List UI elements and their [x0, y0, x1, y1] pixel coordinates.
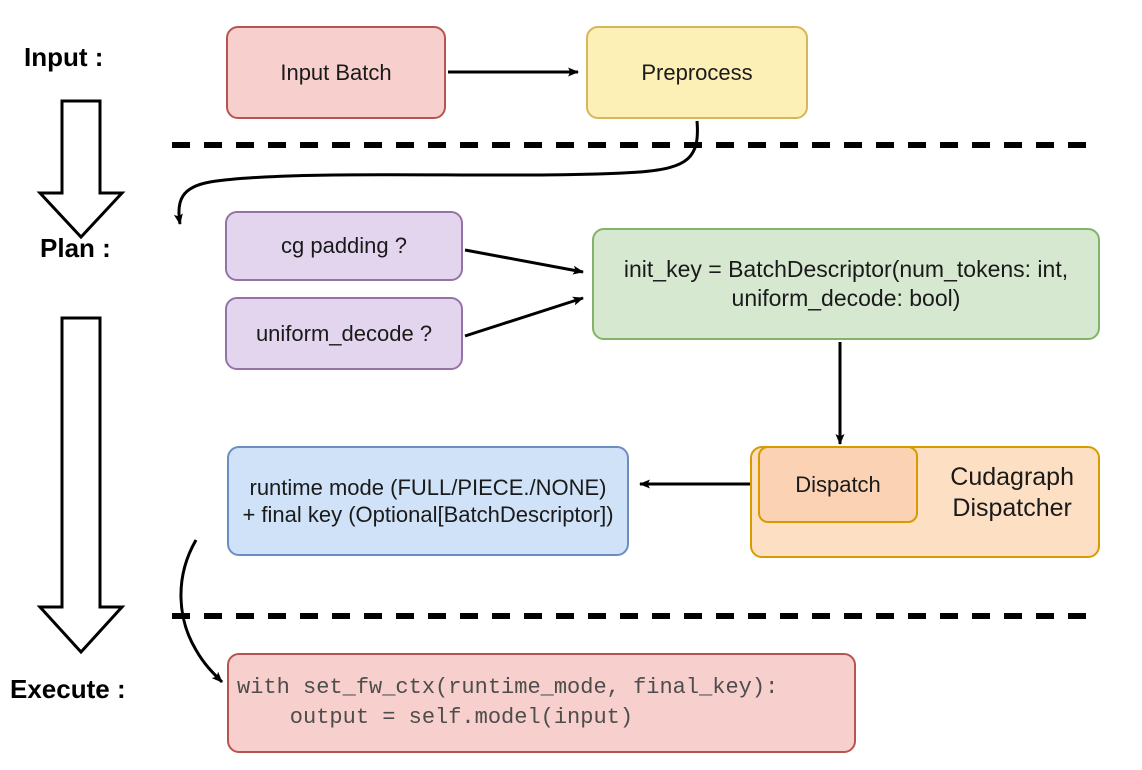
stage-label-plan: Plan :	[40, 233, 111, 263]
input-to-plan-arrow	[36, 99, 126, 240]
node-init-key-label: init_key = BatchDescriptor(num_tokens: i…	[623, 256, 1069, 311]
edge-cg-padding-to-init-key	[464, 248, 584, 275]
node-uniform-decode[interactable]: uniform_decode ?	[225, 297, 463, 370]
node-dispatch[interactable]: Dispatch	[758, 446, 918, 523]
stage-label-input: Input :	[24, 42, 104, 72]
stage-label-execute: Execute :	[10, 674, 126, 704]
node-input-batch[interactable]: Input Batch	[226, 26, 446, 119]
node-input-batch-label: Input Batch	[280, 59, 392, 85]
node-runtime-mode[interactable]: runtime mode (FULL/PIECE./NONE) + final …	[227, 446, 629, 556]
edge-uniform-decode-to-init-key	[464, 296, 584, 338]
node-init-key[interactable]: init_key = BatchDescriptor(num_tokens: i…	[592, 228, 1100, 340]
node-cg-padding[interactable]: cg padding ?	[225, 211, 463, 281]
edge-runtime-mode-to-execute-code	[179, 539, 224, 684]
node-cudagraph-dispatcher-label: Cudagraph Dispatcher	[950, 463, 1074, 523]
plan-to-execute-arrow	[36, 316, 126, 655]
node-cg-padding-label: cg padding ?	[281, 233, 407, 259]
node-dispatch-label: Dispatch	[795, 471, 881, 497]
node-uniform-decode-label: uniform_decode ?	[255, 320, 433, 346]
node-execute-code[interactable]: with set_fw_ctx(runtime_mode, final_key)…	[227, 653, 856, 753]
node-preprocess[interactable]: Preprocess	[586, 26, 808, 119]
node-execute-code-label: with set_fw_ctx(runtime_mode, final_key)…	[237, 675, 779, 730]
edge-preprocess-to-cg-padding	[173, 120, 699, 225]
node-preprocess-label: Preprocess	[641, 59, 753, 85]
node-runtime-mode-label: runtime mode (FULL/PIECE./NONE) + final …	[242, 474, 614, 528]
